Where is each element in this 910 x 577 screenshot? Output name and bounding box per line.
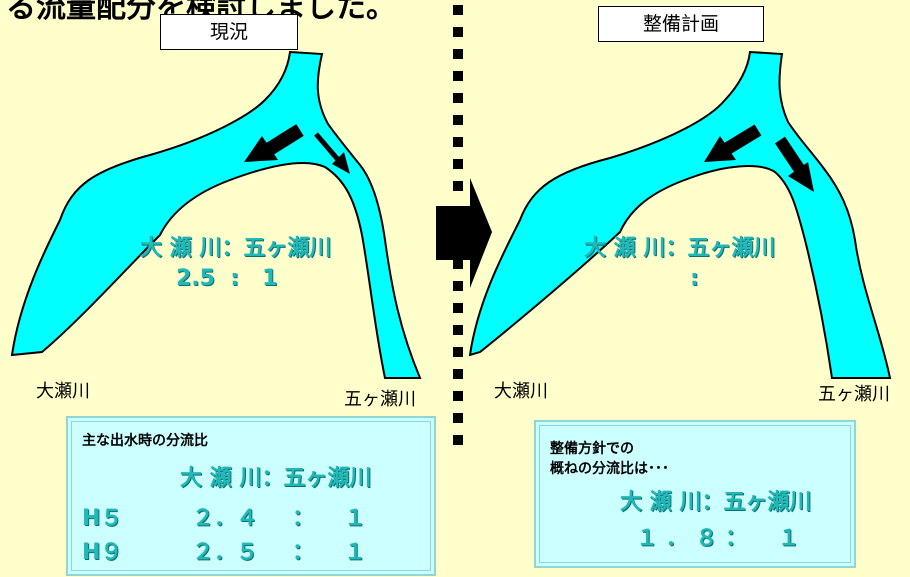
row-sep: ： [292, 506, 315, 531]
right-river [468, 50, 892, 379]
current-caption: 現況 [160, 14, 298, 50]
arrow-flow-gokase-left [314, 132, 350, 174]
arrow-flow-oose-left [244, 124, 304, 162]
plan-box-title-line2: 概ねの分流比は･･･ [550, 461, 669, 477]
left-ratio-values: 2.5 : 1 [176, 266, 278, 291]
current-box-title: 主な出水時の分流比 [82, 433, 208, 449]
current-box-header: 大 瀬 川：五ヶ瀬川 [180, 466, 372, 491]
right-ratio-values: : [690, 266, 699, 291]
current-ratio-box: 主な出水時の分流比 大 瀬 川：五ヶ瀬川 H５ ２．４ ： １ H９ ２．５ ：… [66, 416, 436, 576]
row-year: H９ [82, 540, 123, 565]
plan-box-title-line1: 整備方針での [550, 441, 634, 457]
plan-box-values: １ ． ８ ： １ [636, 526, 800, 551]
right-label-oose: 大瀬川 [494, 381, 548, 402]
row-oose: ２．４ [192, 506, 259, 531]
plan-ratio-box: 整備方針での 概ねの分流比は･･･ 大 瀬 川：五ヶ瀬川 １ ． ８ ： １ [534, 420, 856, 568]
plan-box-header: 大 瀬 川：五ヶ瀬川 [620, 490, 812, 515]
left-label-oose: 大瀬川 [36, 381, 90, 402]
row-oose: ２．５ [192, 540, 259, 565]
left-label-gokase: 五ヶ瀬川 [344, 389, 416, 410]
plan-caption: 整備計画 [598, 6, 764, 42]
right-ratio-header: 大 瀬 川：五ヶ瀬川 [584, 236, 776, 261]
left-ratio-header: 大 瀬 川：五ヶ瀬川 [140, 236, 332, 261]
row-year: H５ [82, 506, 123, 531]
row-sep: ： [292, 540, 315, 565]
row-gokase: １ [344, 506, 367, 531]
row-gokase: １ [344, 540, 367, 565]
left-river [10, 50, 422, 379]
arrow-flow-gokase-right [775, 136, 814, 192]
transition-arrow [436, 178, 492, 288]
dotted-divider [453, 5, 463, 445]
right-label-gokase: 五ヶ瀬川 [818, 384, 890, 405]
arrow-flow-oose-right [704, 124, 762, 162]
